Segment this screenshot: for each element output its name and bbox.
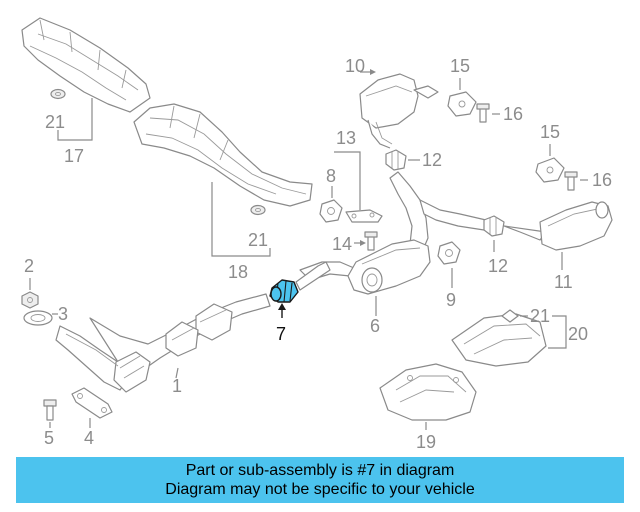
pipe-clamp-12-upper [385,149,407,171]
bolt-16b-icon [564,171,578,191]
callout-12b: 12 [488,256,508,276]
nut-2-icon [21,291,39,309]
callout-17: 17 [64,146,84,166]
center-muffler-6 [299,239,431,295]
callout-21c: 21 [530,306,550,326]
callout-21a: 21 [45,112,65,132]
callout-18: 18 [228,262,248,282]
hanger-bracket-upper [447,91,477,117]
gasket-3-icon [23,310,53,326]
rear-muffler-left [359,73,439,149]
banner-line-1: Part or sub-assembly is #7 in diagram [185,462,455,479]
bolt-16a-icon [476,103,490,123]
callout-4: 4 [84,428,94,448]
nut-21b-icon [250,204,266,216]
banner-line-2: Diagram may not be specific to your vehi… [165,481,475,498]
callout-14: 14 [332,234,352,254]
nut-21a-icon [50,88,66,100]
hanger-bracket-lower [535,157,565,183]
callout-12a: 12 [422,150,442,170]
callout-9: 9 [446,290,456,310]
callout-13: 13 [336,128,356,148]
callout-16b: 16 [592,170,612,190]
callout-15b: 15 [540,122,560,142]
callout-16a: 16 [503,104,523,124]
exhaust-clamp-7-highlighted [269,279,299,303]
info-banner: Part or sub-assembly is #7 in diagram Di… [16,457,624,503]
callout-6: 6 [370,316,380,336]
heat-shield-20 [451,313,547,367]
callout-21b: 21 [248,230,268,250]
callout-8: 8 [326,166,336,186]
bolt-14-icon [364,231,378,251]
underbody-shield-19 [379,363,477,421]
bolt-5-icon [43,399,57,421]
callout-20: 20 [568,324,588,344]
heat-shield-front [21,17,151,113]
callout-1: 1 [172,376,182,396]
rubber-hanger-8 [319,199,343,223]
bracket-13 [345,209,383,223]
front-exhaust-pipe-1 [55,293,271,393]
callout-11: 11 [554,272,573,292]
callout-5: 5 [44,428,54,448]
pipe-clamp-12-lower [483,215,505,237]
rubber-hanger-9 [437,241,461,265]
heat-shield-center [133,103,313,207]
callout-15a: 15 [450,56,470,76]
callout-2: 2 [24,256,34,276]
nut-21c-icon [501,309,519,323]
callout-10: 10 [345,56,365,76]
rear-muffler-right [503,201,613,251]
callout-7: 7 [276,324,286,344]
callout-3: 3 [58,304,68,324]
bracket-4 [71,387,113,419]
callout-19: 19 [416,432,436,452]
